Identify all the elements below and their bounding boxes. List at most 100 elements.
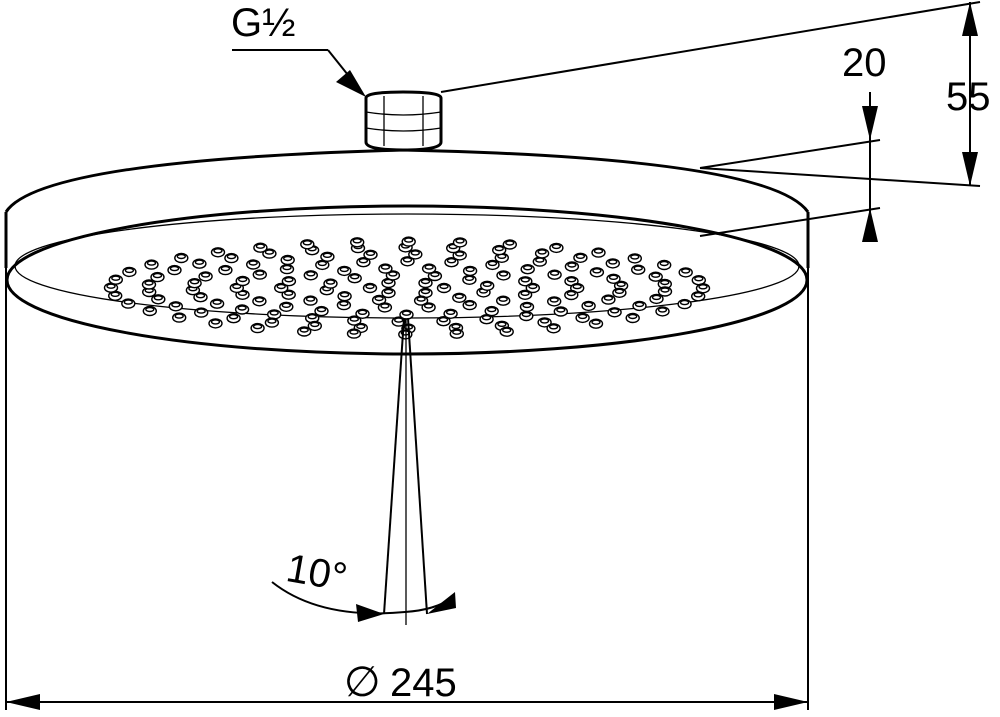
nozzle-tip [498,271,509,277]
nozzle-tip [356,323,366,330]
nozzle-tip [284,277,294,283]
nozzle-tip [451,323,461,330]
nozzle-tip [651,294,662,301]
nozzle-tip [220,265,231,272]
nozzle-tip [349,329,359,335]
nozzle-tip [608,274,619,280]
nozzle-tip [237,276,248,283]
nozzle-tip [194,259,205,265]
nozzle-tip [549,297,559,303]
nozzle-tip [634,301,645,308]
nozzle-tip [465,266,475,273]
nozzle-tip [628,313,638,320]
nozzle-tip [404,237,414,243]
connector-stub [364,90,443,152]
nozzle-tip [535,257,545,263]
nozzle-tip [255,270,265,276]
nozzle-tip [520,277,530,283]
nozzle-tip [420,278,431,285]
nozzle-tip [410,250,420,256]
nozzle-tip [283,255,293,262]
nozzle-tip [693,292,703,298]
nozzle-tip [325,279,336,285]
nozzle-tip [439,283,449,290]
nozzle-tip [464,275,475,281]
nozzle-tip [572,283,582,290]
nozzle-tip [252,323,263,330]
nozzle-tip [659,260,669,267]
nozzle-tip [522,302,532,309]
nozzle-tip [322,252,333,259]
nozzle-tip [306,271,316,277]
nozzle-tip [487,260,498,267]
nozzle-tip [394,317,404,323]
nozzle-tip [608,259,618,265]
nozzle-tip [455,251,465,257]
diameter-label: 245 [390,661,457,705]
nozzle-tip [269,310,279,316]
nozzle-tip [633,265,643,271]
nozzle-tip [497,321,507,327]
nozzle-tip [446,258,457,264]
nozzle-tip [502,327,512,333]
nozzle-tip [551,243,562,250]
nozzle-tip [106,283,116,289]
nozzle-tip [603,295,614,301]
nozzle-tip [169,265,180,272]
nozzle-tip [176,253,187,260]
nozzle-tip [232,283,242,290]
nozzle-tip [614,288,625,294]
nozzle-tip [630,254,640,260]
nozzle-tip [124,267,135,274]
spray-cone [271,317,456,625]
shower-head-body [4,148,810,710]
nozzle-tip [698,284,708,290]
nozzle-tip [145,306,155,313]
nozzle-tip [537,249,547,255]
nozzle-tip [317,260,327,267]
nozzle-tip [307,314,317,320]
nozzle-tip [401,310,412,316]
nozzle-tip [352,238,362,244]
nozzle-tip [681,268,691,274]
nozzle-tip [566,277,577,283]
nozzle-tip [146,260,157,266]
nozzle-tip [679,299,690,306]
nozzle-tip [195,293,206,299]
nozzle-tip [152,272,163,279]
nozzle-tip [171,302,181,308]
nozzle-tip [310,321,320,328]
dimension-20-label: 20 [842,41,887,85]
nozzle-tip [349,316,359,322]
nozzle-tip [455,238,465,244]
nozzle-tip [284,290,294,296]
nozzle-tip [255,243,266,249]
nozzle-tip [567,262,577,268]
nozzle-tip [420,288,431,295]
nozzle-tip [609,308,620,314]
nozzle-tip [454,293,464,299]
nozzle-tip [226,253,237,260]
nozzle-tip [383,288,394,295]
nozzle-tip [424,264,434,270]
nozzle-tip [339,292,350,298]
nozzle-tip [299,327,309,333]
nozzle-tip [651,272,661,278]
nozzle-tip [254,297,265,303]
nozzle-tip [380,264,391,270]
nozzle-tip [528,283,538,290]
nozzle-tip [374,295,384,302]
nozzle-tip [200,272,211,278]
dimension-55-label: 55 [946,75,991,119]
nozzle-tip [660,287,670,293]
nozzle-tip [430,271,440,278]
nozzle-tip [144,280,154,286]
nozzle-tip [380,303,390,309]
nozzle-tip [350,274,360,280]
nozzle-tip [498,296,508,302]
nozzle-tip [521,311,531,318]
nozzle-tip [549,270,560,276]
nozzle-tip [482,281,492,287]
nozzle-tip [566,290,576,297]
